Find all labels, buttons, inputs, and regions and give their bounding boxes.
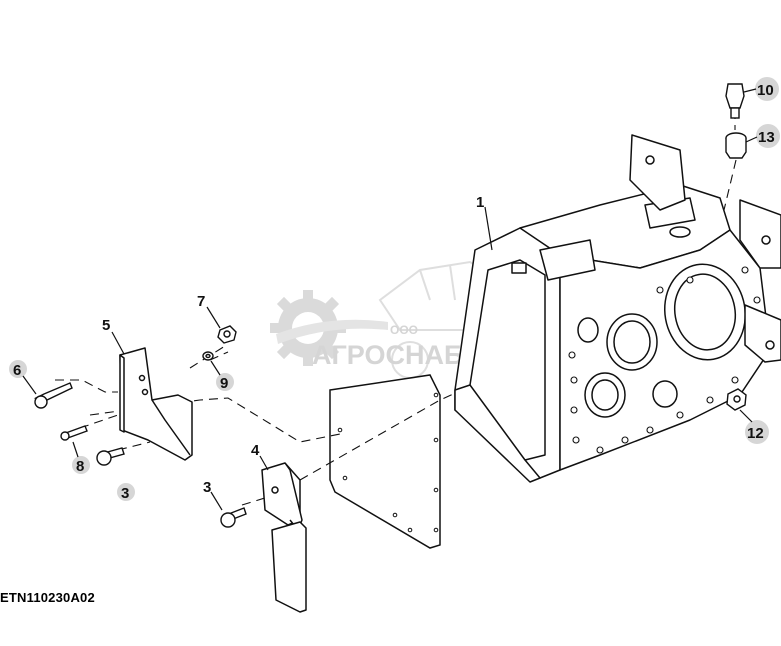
callout-12-label: 12	[747, 425, 764, 442]
callout-4-label: 4	[251, 442, 260, 459]
callout-10: 10	[743, 77, 779, 101]
sensor-part-10	[725, 83, 745, 119]
callout-10-label: 10	[757, 82, 774, 99]
transmission-housing	[454, 134, 781, 483]
callout-9: 9	[210, 360, 234, 392]
callout-5: 5	[102, 317, 125, 355]
watermark-company-name: АГРОСНАБ	[312, 340, 463, 370]
callout-1-label: 1	[476, 194, 484, 211]
callout-13: 13	[745, 124, 780, 148]
callout-1: 1	[476, 194, 493, 251]
nut-part-7	[217, 325, 237, 344]
callout-3-right: 3	[203, 479, 223, 511]
nut-part-12	[726, 388, 747, 411]
callout-8-label: 8	[76, 458, 84, 475]
bolt-part-3-left	[96, 447, 125, 466]
bolt-part-3-right	[220, 507, 247, 528]
watermark-prefix: ООО	[390, 323, 418, 337]
washer-part-9	[202, 351, 214, 361]
callout-8: 8	[72, 441, 90, 475]
callout-7: 7	[197, 293, 221, 329]
callout-3-left-label: 3	[121, 485, 129, 502]
callout-6: 6	[9, 360, 37, 395]
callout-5-label: 5	[102, 317, 110, 334]
callout-6-label: 6	[13, 362, 21, 379]
gasket-plate	[329, 374, 441, 549]
callout-12: 12	[739, 409, 769, 444]
plug-part-13	[725, 132, 747, 159]
callout-3-left: 3	[117, 483, 135, 502]
gear-icon	[270, 290, 388, 366]
drawing-reference-code: ETN110230A02	[0, 590, 95, 605]
callout-9-label: 9	[220, 375, 228, 392]
screw-part-8	[60, 425, 88, 441]
callout-7-label: 7	[197, 293, 205, 310]
bracket-part-5	[119, 347, 193, 461]
callout-13-label: 13	[758, 129, 775, 146]
bolt-part-6	[33, 382, 73, 409]
bracket-part-4	[261, 462, 307, 613]
callout-3-right-label: 3	[203, 479, 211, 496]
callout-4: 4	[251, 442, 269, 471]
